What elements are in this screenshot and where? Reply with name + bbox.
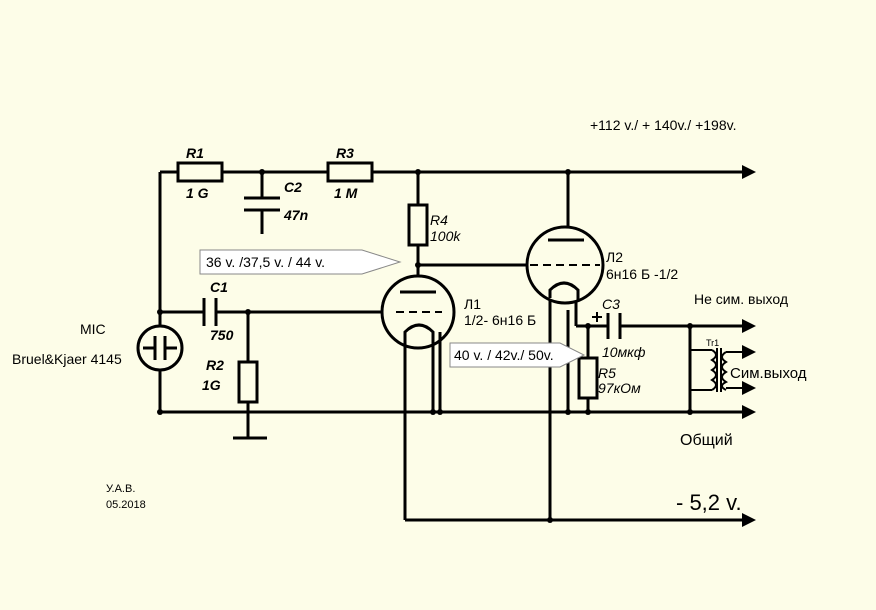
- capacitor-c3: [592, 312, 622, 339]
- r3-name: R3: [336, 145, 354, 161]
- l1-name: Л1: [464, 296, 481, 312]
- author-initials: У.А.В.: [106, 483, 135, 495]
- callout-cathode-l2: 40 v. / 42v./ 50v.: [449, 342, 586, 368]
- r2-value: 1G: [202, 377, 221, 393]
- r4-name: R4: [430, 212, 448, 228]
- mic-label: MIC: [80, 321, 106, 337]
- arrow-balanced-out-1: [742, 345, 756, 359]
- r5-value: 97кОм: [598, 380, 641, 396]
- output-unbalanced-label: Не сим. выход: [694, 291, 788, 307]
- l2-type: 6н16 Б -1/2: [606, 266, 678, 282]
- c3-name: C3: [602, 296, 620, 312]
- l2-name: Л2: [606, 249, 623, 265]
- capacitor-c1: [202, 298, 218, 326]
- output-arrows: [742, 165, 756, 527]
- resistor-r3: [326, 161, 374, 183]
- capacitors: [202, 196, 622, 339]
- arrow-balanced-out-2: [742, 381, 756, 395]
- junction-dots: [157, 169, 693, 523]
- r1-name: R1: [186, 145, 204, 161]
- supply-voltages: +112 v./ + 140v./ +198v.: [590, 117, 736, 133]
- tube-l2: [525, 225, 605, 305]
- r2-name: R2: [206, 357, 224, 373]
- svg-text:36 v. /37,5 v. / 44 v.: 36 v. /37,5 v. / 44 v.: [206, 254, 325, 270]
- microphone-symbol: [136, 324, 184, 372]
- resistors: [176, 161, 599, 404]
- output-common-label: Общий: [680, 432, 733, 449]
- c2-value: 47n: [283, 207, 308, 223]
- r5-name: R5: [598, 365, 616, 381]
- r4-value: 100k: [430, 228, 461, 244]
- resistor-r5: [577, 356, 599, 400]
- mic-model: Bruel&Kjaer 4145: [12, 351, 122, 367]
- arrow-common: [742, 405, 756, 419]
- resistor-r2: [237, 360, 259, 404]
- r3-value: 1 M: [334, 185, 358, 201]
- author-date: 05.2018: [106, 499, 146, 511]
- transformer-tr1: [710, 348, 729, 392]
- c1-name: C1: [210, 279, 228, 295]
- arrow-negative: [742, 513, 756, 527]
- tr1-name: Tr1: [706, 338, 719, 348]
- r1-value: 1 G: [186, 185, 209, 201]
- output-balanced-label: Сим.выход: [730, 365, 807, 382]
- tube-l1: [380, 274, 456, 350]
- arrow-supply: [742, 165, 756, 179]
- c1-value: 750: [210, 327, 234, 343]
- negative-supply-label: - 5,2 v.: [676, 490, 742, 515]
- c2-name: C2: [284, 179, 302, 195]
- capacitor-c2: [244, 196, 280, 212]
- callout-anode-l1: 36 v. /37,5 v. / 44 v.: [199, 249, 402, 275]
- resistor-r1: [176, 161, 224, 183]
- l1-type: 1/2- 6н16 Б: [464, 312, 536, 328]
- resistor-r4: [407, 203, 429, 247]
- svg-text:40 v. / 42v./ 50v.: 40 v. / 42v./ 50v.: [454, 347, 554, 363]
- arrow-unbalanced-out: [742, 319, 756, 333]
- c3-value: 10мкф: [602, 344, 646, 360]
